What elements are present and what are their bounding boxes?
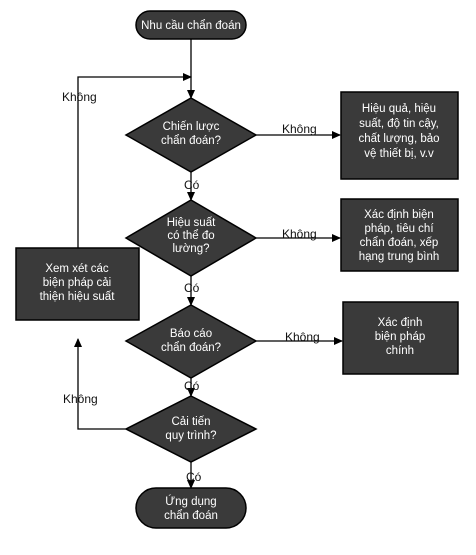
box-basic-text: Xác định biện pháp chính	[375, 317, 426, 357]
box-measures	[340, 198, 459, 272]
end-terminal-text: Ứng dụng chẩn đoán	[164, 495, 218, 522]
text-line: chẩn đoán?	[161, 135, 221, 147]
label-yes-process: Có	[186, 470, 202, 484]
text-line: Xem xét các	[45, 263, 109, 275]
label-yes-strategy: Có	[184, 178, 200, 192]
box-review-text: Xem xét các biện pháp cải thiện hiệu suất	[40, 263, 116, 303]
text-line: suất, độ tin cậy,	[359, 118, 439, 130]
text-line: chính	[386, 345, 414, 357]
text-line: Xác định	[378, 317, 423, 329]
edge-review-to-strategy	[77, 73, 192, 248]
text-line: có thể đo	[167, 230, 214, 242]
label-no-measurable: Không	[282, 227, 317, 241]
text-line: Ứng dụng	[165, 495, 216, 508]
text-line: vệ thiết bị, v.v	[364, 148, 434, 160]
text-line: chẩn đoán, xếp	[360, 237, 439, 249]
decision-report	[124, 304, 258, 379]
text-line: Hiệu suất	[167, 217, 216, 229]
text-line: chẩn đoán?	[161, 342, 221, 354]
start-terminal	[135, 10, 247, 40]
box-review	[15, 247, 140, 321]
decision-report-text: Báo cáo chẩn đoán?	[161, 328, 221, 354]
end-terminal	[135, 487, 247, 529]
text-line: quy trình?	[165, 430, 216, 442]
box-effectiveness-text: Hiệu quả, hiệu suất, độ tin cậy, chất lượn…	[358, 103, 439, 160]
box-measures-text: Xác định biện pháp, tiêu chí chẩn đoán, xế…	[359, 209, 440, 263]
box-effectiveness	[340, 91, 459, 180]
decision-process	[124, 395, 258, 463]
label-yes-report: Có	[184, 379, 200, 393]
decision-process-text: Cải tiến quy trình?	[165, 416, 216, 442]
text-line: chẩn đoán	[164, 510, 218, 522]
text-line: lường?	[173, 243, 210, 255]
text-line: Hiệu quả, hiệu	[362, 103, 436, 115]
label-yes-measurable: Có	[184, 281, 200, 295]
text-line: pháp, tiêu chí	[364, 223, 434, 235]
text-line: Nhu cầu chẩn đoán	[141, 20, 241, 32]
text-line: hạng trung bình	[359, 251, 440, 263]
text-line: Xác định biện	[364, 209, 434, 221]
label-no-report: Không	[285, 330, 320, 344]
decision-strategy	[124, 97, 258, 173]
box-basic	[342, 301, 459, 375]
start-terminal-text: Nhu cầu chẩn đoán	[141, 20, 241, 32]
decision-strategy-text: Chiến lược chẩn đoán?	[161, 121, 221, 147]
decision-measurable	[124, 199, 258, 277]
text-line: chất lượng, bảo	[358, 133, 439, 145]
text-line: biện pháp cải	[43, 277, 111, 289]
edge-process-to-review	[74, 338, 126, 430]
label-no-strategy: Không	[282, 122, 317, 136]
text-line: Cải tiến	[172, 416, 211, 428]
text-line: thiện hiệu suất	[40, 291, 116, 303]
text-line: Chiến lược	[163, 121, 220, 133]
text-line: Báo cáo	[170, 328, 212, 340]
label-no-process: Không	[63, 392, 98, 406]
label-no-loop: Không	[62, 90, 97, 104]
text-line: biện pháp	[375, 331, 426, 343]
